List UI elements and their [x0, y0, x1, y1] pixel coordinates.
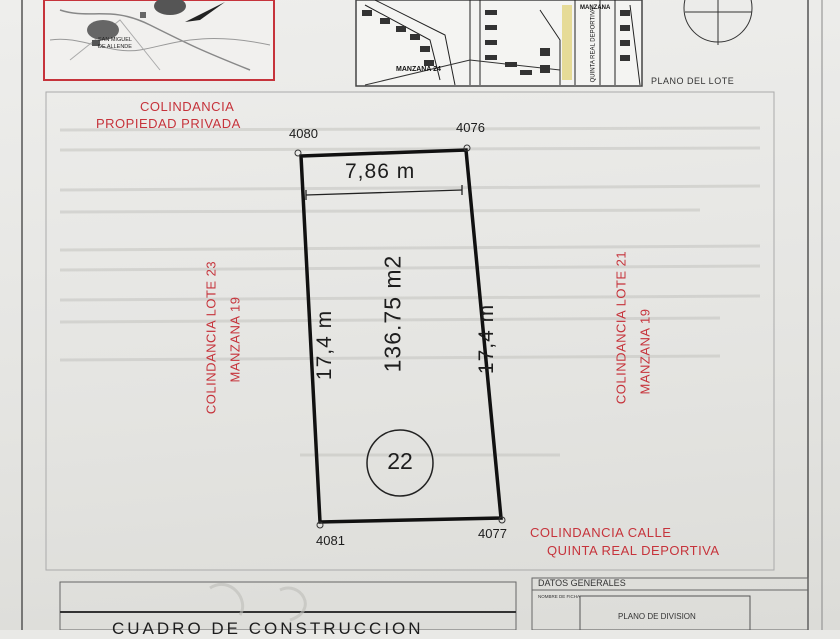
colindancia-right-line2: MANZANA 19 — [637, 308, 653, 395]
plano-del-lote-title: PLANO DEL LOTE — [651, 76, 735, 86]
colindancia-top-line1: COLINDANCIA — [140, 99, 235, 114]
north-arrow — [683, 0, 753, 45]
subdivision-label-manzana-24: MANZANA 24 — [396, 66, 441, 73]
vertex-markers — [294, 144, 506, 529]
location-map — [43, 0, 275, 81]
subdivision-map — [355, 0, 643, 87]
subdivision-label-quinta-real: QUINTA REAL DEPORTIVA — [590, 7, 597, 83]
vertex-4076: 4076 — [456, 120, 485, 135]
vertex-4081: 4081 — [316, 533, 345, 548]
colindancia-top-line2: PROPIEDAD PRIVADA — [96, 116, 241, 131]
plano-division-label: PLANO DE DIVISION — [618, 612, 696, 621]
location-map-label: SAN MIGUEL DE ALLENDE — [98, 37, 132, 50]
colindancia-left-line2: MANZANA 19 — [227, 296, 243, 383]
colindancia-left-line1: COLINDANCIA LOTE 23 — [203, 260, 219, 415]
vertex-4080: 4080 — [289, 126, 318, 141]
lot-number-circle — [366, 429, 434, 497]
vertex-4077: 4077 — [478, 526, 507, 541]
colindancia-right-line1: COLINDANCIA LOTE 21 — [613, 250, 629, 405]
nombre-ficha-label: NOMBRE DE FICHA — [538, 594, 581, 599]
left-dimension-label: 17,4 m — [313, 309, 336, 381]
colindancia-bottom-line1: COLINDANCIA CALLE — [530, 525, 672, 540]
lot-number: 22 — [387, 448, 413, 474]
colindancia-bottom-line2: QUINTA REAL DEPORTIVA — [547, 543, 720, 558]
cuadro-construccion-title: CUADRO DE CONSTRUCCION — [112, 619, 424, 638]
lot-frame — [45, 91, 775, 571]
faded-background-text — [59, 126, 761, 457]
right-dimension-label: 17,4 m — [475, 303, 498, 375]
faded-seal — [209, 582, 307, 622]
lot-area-label: 136.75 m2 — [379, 254, 406, 373]
datos-generales-label: DATOS GENERALES — [538, 578, 626, 588]
subdivision-label-manzana: MANZANA — [580, 5, 611, 11]
footer-boxes — [59, 577, 809, 630]
top-dimension-label: 7,86 m — [345, 160, 416, 183]
lot-22-polygon — [299, 148, 503, 524]
top-dimension-line — [305, 185, 463, 200]
